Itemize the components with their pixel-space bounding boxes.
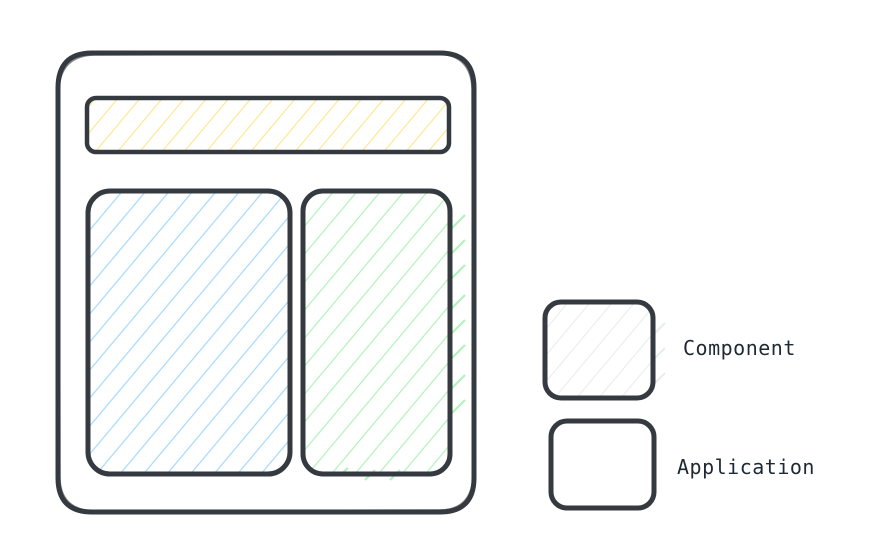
header-component [84, 95, 452, 155]
legend-application-swatch [548, 418, 657, 511]
application-frame [55, 50, 477, 515]
legend-component-swatch [542, 299, 666, 401]
right-panel-component [300, 188, 466, 481]
left-panel-component [85, 188, 293, 477]
legend-label-application: Application [677, 455, 815, 479]
legend-label-component: Component [683, 336, 796, 360]
